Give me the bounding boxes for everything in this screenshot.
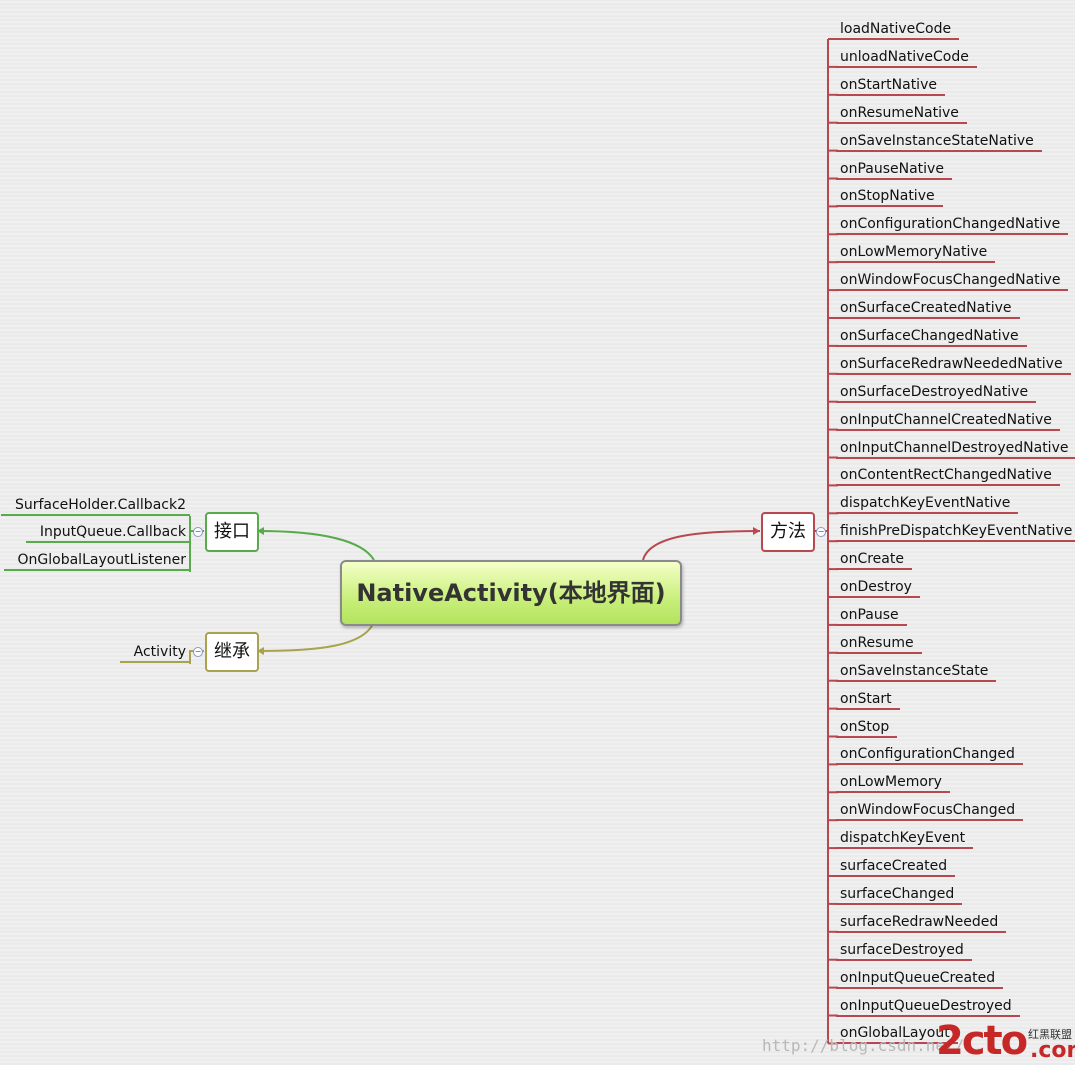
central-topic[interactable]: NativeActivity(本地界面) [340,560,682,626]
method-item[interactable]: onWindowFocusChangedNative [836,271,1069,292]
method-item[interactable]: onSurfaceChangedNative [836,327,1027,347]
method-item[interactable]: onSurfaceDestroyedNative [836,383,1037,403]
method-item[interactable]: onResume [836,634,922,654]
bracket-interfaces [189,516,204,572]
connector-central-interfaces [257,530,375,561]
method-item[interactable]: dispatchKeyEventNative [836,494,1019,515]
method-item[interactable]: loadNativeCode [836,20,960,40]
method-item[interactable]: onSaveInstanceState [836,662,997,682]
method-item[interactable]: onInputChannelCreatedNative [836,411,1060,431]
method-item[interactable]: onConfigurationChangedNative [836,215,1069,236]
method-item[interactable]: finishPreDispatchKeyEventNative [836,522,1075,543]
method-item[interactable]: onPause [836,606,907,626]
method-item[interactable]: surfaceDestroyed [836,941,972,961]
interface-item[interactable]: InputQueue.Callback [25,523,190,543]
method-item[interactable]: onPauseNative [836,160,952,180]
method-item[interactable]: unloadNativeCode [836,48,977,68]
method-item[interactable]: onGlobalLayout [836,1024,958,1045]
arrowhead-interfaces [257,527,264,535]
method-item[interactable]: onStopNative [836,187,943,208]
method-item[interactable]: onContentRectChangedNative [836,466,1060,487]
method-item[interactable]: onInputQueueCreated [836,969,1004,989]
watermark-logo: 2cto [936,1018,1028,1064]
method-item[interactable]: onStart [836,690,900,710]
method-item[interactable]: onStartNative [836,76,945,96]
method-item[interactable]: onResumeNative [836,104,967,124]
method-item[interactable]: surfaceRedrawNeeded [836,913,1007,933]
connector-central-methods [642,530,761,561]
watermark-site-name: 红黑联盟 [1028,1028,1072,1041]
watermark-url: http://blog.csdn.net/... [762,1036,994,1055]
method-item[interactable]: onDestroy [836,578,920,598]
method-item[interactable]: onLowMemory [836,773,950,794]
branch-inherits-node[interactable]: 继承 [205,632,259,672]
method-item[interactable]: onSaveInstanceStateNative [836,132,1042,152]
method-item[interactable]: surfaceChanged [836,885,963,905]
arrowhead-methods [753,527,760,535]
arrowhead-inherits [257,647,264,655]
collapse-icon-interfaces[interactable]: − [193,527,203,537]
method-item[interactable]: onInputQueueDestroyed [836,997,1020,1017]
method-item[interactable]: surfaceCreated [836,857,956,877]
collapse-icon-inherits[interactable]: − [193,647,203,657]
inherits-item[interactable]: Activity [119,643,190,663]
method-item[interactable]: onStop [836,718,898,738]
interface-item[interactable]: SurfaceHolder.Callback2 [0,496,190,516]
method-item[interactable]: onCreate [836,550,912,571]
method-item[interactable]: onInputChannelDestroyedNative [836,439,1075,459]
watermark-logo-suffix: .com [1030,1038,1075,1063]
method-item[interactable]: onSurfaceCreatedNative [836,299,1020,319]
method-item[interactable]: onLowMemoryNative [836,243,996,264]
connector-central-inherits [257,621,375,652]
branch-methods-node[interactable]: 方法 [761,512,815,552]
method-item[interactable]: dispatchKeyEvent [836,829,974,850]
method-item[interactable]: onConfigurationChanged [836,745,1023,766]
method-item[interactable]: onWindowFocusChanged [836,801,1024,822]
collapse-icon-methods[interactable]: − [816,527,826,537]
branch-interfaces-node[interactable]: 接口 [205,512,259,552]
method-item[interactable]: onSurfaceRedrawNeededNative [836,355,1071,375]
interface-item[interactable]: OnGlobalLayoutListener [3,551,190,571]
